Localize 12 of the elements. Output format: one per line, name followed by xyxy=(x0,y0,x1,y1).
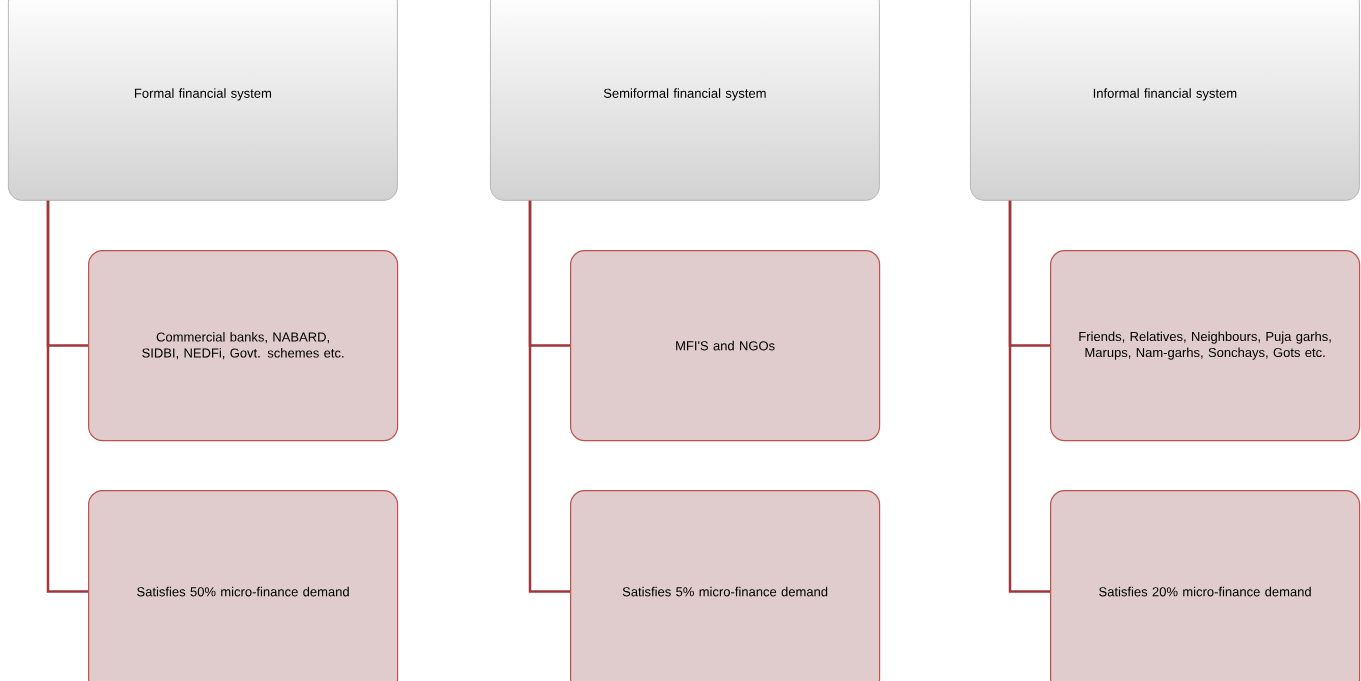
item-box: Satisfies 20% micro-finance demand xyxy=(1050,490,1361,681)
header-box: Semiformal financial system xyxy=(490,0,880,201)
item-box: MFI'S and NGOs xyxy=(570,250,881,442)
connector-line xyxy=(528,200,570,593)
item-box: Commercial banks, NABARD, SIDBI, NEDFi, Govt. schemes etc. xyxy=(88,250,399,442)
header-box: Formal financial system xyxy=(8,0,398,201)
item-box: Friends, Relatives, Neighbours, Puja garhs, Marups, Nam-garhs, Sonchays, Gots etc. xyxy=(1050,250,1361,442)
connector-line xyxy=(1008,200,1050,593)
item-box: Satisfies 5% micro-finance demand xyxy=(570,490,881,681)
connector-line xyxy=(46,200,88,593)
header-box: Informal financial system xyxy=(970,0,1360,201)
item-box: Satisfies 50% micro-finance demand xyxy=(88,490,399,681)
